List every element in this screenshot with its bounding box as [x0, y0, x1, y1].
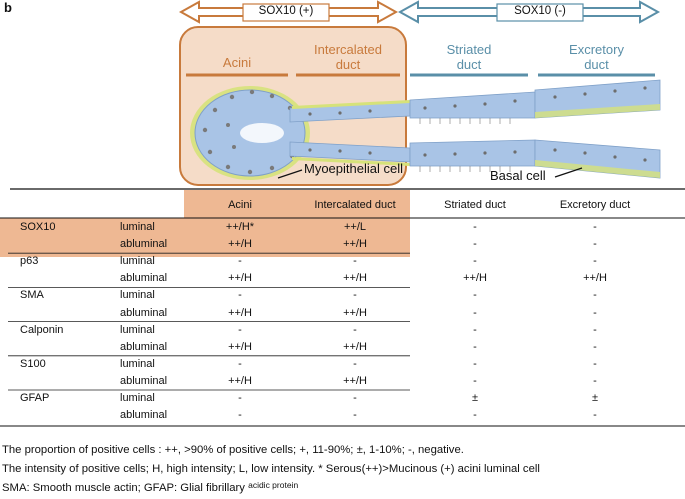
table-cell: ++/H [463, 272, 487, 285]
table-cell: - [353, 323, 357, 336]
row-location: abluminal [120, 374, 168, 387]
intercalated-label-line2: duct [335, 57, 361, 72]
basal-pointer [554, 167, 583, 178]
table-cell: ++/H [343, 374, 367, 387]
table-cell: - [593, 238, 597, 251]
footnote-abbrev-small: acidic protein [248, 480, 299, 490]
table-cell: - [593, 357, 597, 370]
table-cell: - [473, 340, 477, 353]
row-location: abluminal [120, 306, 168, 319]
table-cell: - [238, 255, 242, 268]
table-cell: - [353, 255, 357, 268]
row-location: luminal [120, 221, 155, 233]
row-location: abluminal [120, 340, 168, 353]
footnote-intensity: The intensity of positive cells; H, high… [2, 463, 540, 475]
footnote-abbreviations: SMA: Smooth muscle actin; GFAP: Glial fi… [2, 480, 299, 494]
row-marker: SMA [20, 289, 44, 302]
row-location: luminal [120, 323, 155, 336]
intercalated-label-line1: Intercalated [314, 42, 382, 57]
table-cell: ++/H [228, 306, 252, 319]
table-cell: - [593, 289, 597, 302]
table-cell: - [593, 374, 597, 387]
table-cell: - [593, 323, 597, 336]
table-cell: ++/H [343, 306, 367, 319]
table-cell: - [353, 409, 357, 422]
row-location: luminal [120, 357, 155, 370]
excretory-label-line1: Excretory [569, 42, 624, 57]
row-marker: S100 [20, 357, 46, 370]
myoepithelial-pointer [277, 169, 303, 179]
duct-diagram: b SOX10 (+) SOX10 (-) Acini Intercalated… [0, 0, 685, 190]
row-location: luminal [120, 392, 155, 404]
table-cell: - [473, 289, 477, 302]
table-cell: - [238, 409, 242, 422]
table-cell: - [473, 238, 477, 251]
table-cell: ++/H* [225, 221, 255, 233]
footnote-proportion: The proportion of positive cells : ++, >… [2, 444, 464, 456]
table-cell: ± [591, 392, 599, 404]
table-cell: ++/H [228, 272, 252, 285]
marker-table: Acini Intercalated duct Striated duct Excre… [0, 190, 685, 430]
table-cell: ± [471, 392, 479, 404]
table-cell: - [353, 392, 357, 404]
table-cell: - [473, 221, 477, 233]
acinus-shape [190, 86, 310, 180]
duct-illustration [10, 0, 685, 190]
sox10-negative-label-box [496, 3, 584, 22]
table-cell: - [473, 255, 477, 268]
table-cell: ++/H [228, 238, 252, 251]
row-marker: GFAP [20, 392, 50, 404]
sox10-row-highlight [0, 218, 184, 257]
excretory-label-line2: duct [584, 57, 609, 72]
table-cell: - [353, 289, 357, 302]
panel-letter: b [4, 0, 12, 15]
table-cell: - [593, 409, 597, 422]
footnote-abbrev-main: SMA: Smooth muscle actin; GFAP: Glial fi… [2, 482, 249, 494]
row-marker: Calponin [20, 323, 64, 336]
row-location: abluminal [120, 272, 168, 285]
column-header: Excretory duct [559, 199, 631, 211]
table-cell: - [238, 323, 242, 336]
table-cell: ++/H [583, 272, 607, 285]
row-location: luminal [120, 255, 155, 268]
basal-callout: Basal cell [490, 168, 546, 183]
table-cell: - [353, 357, 357, 370]
table-cell: - [238, 357, 242, 370]
row-location: luminal [120, 289, 155, 302]
column-header: Acini [228, 199, 252, 211]
table-cell: ++/H [343, 238, 367, 251]
table-cell: - [238, 289, 242, 302]
table-cell: - [593, 221, 597, 233]
table-lines [0, 190, 685, 427]
table-cell: ++/H [343, 340, 367, 353]
table-cell: - [593, 340, 597, 353]
striated-label-line1: Striated [446, 42, 492, 57]
row-location: abluminal [120, 238, 168, 251]
acini-label: Acini [222, 55, 252, 70]
table-cell: - [593, 306, 597, 319]
table-cell: - [593, 255, 597, 268]
table-cell: ++/L [343, 221, 367, 233]
table-cell: - [473, 374, 477, 387]
table-cell: ++/H [343, 272, 367, 285]
sox10-positive-label-box [242, 3, 330, 22]
table-cell: ++/H [228, 374, 252, 387]
row-marker: SOX10 [20, 221, 56, 233]
table-cell: - [238, 392, 242, 404]
column-header: Striated duct [444, 199, 506, 211]
sox10-positive-label: SOX10 (+) [258, 5, 314, 17]
myoepithelial-callout: Myoepithelial cell [304, 161, 403, 176]
column-header: Intercalated duct [314, 199, 396, 211]
table-cell: - [473, 409, 477, 422]
table-cell: - [473, 357, 477, 370]
table-cell: ++/H [228, 340, 252, 353]
positive-col-highlight [184, 190, 410, 257]
striated-label-line2: duct [456, 57, 482, 72]
table-cell: - [473, 306, 477, 319]
row-location: abluminal [120, 409, 168, 422]
table-cell: - [473, 323, 477, 336]
duct-tubes [289, 79, 661, 179]
row-marker: p63 [20, 255, 39, 268]
sox10-negative-label: SOX10 (-) [514, 5, 566, 17]
